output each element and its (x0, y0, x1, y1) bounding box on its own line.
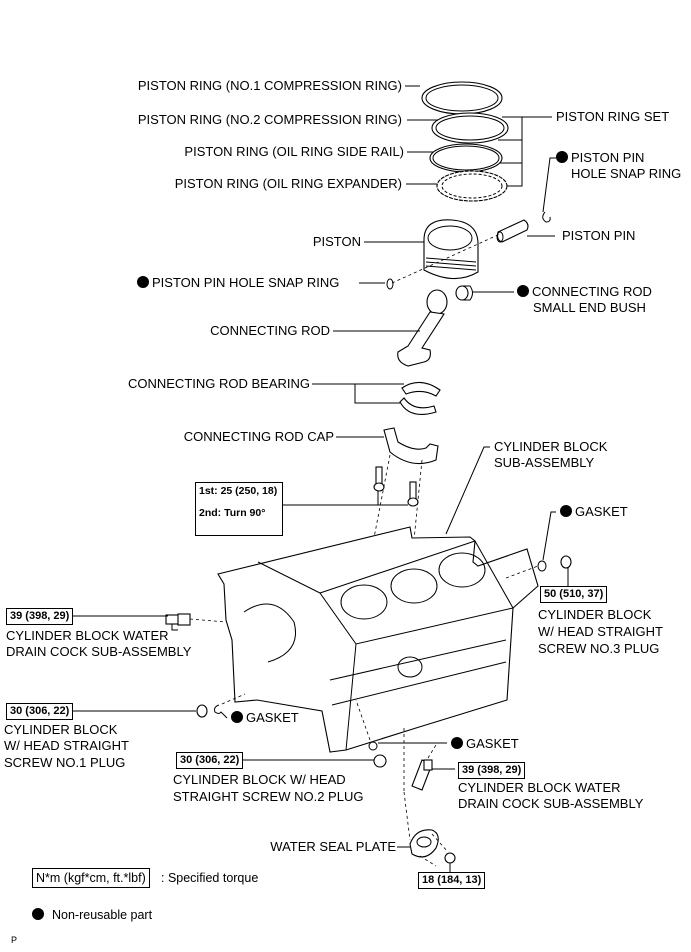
cap-bolt-right (407, 481, 419, 507)
small-end-bush (455, 285, 473, 301)
torque-box-drain-cock-left: 39 (398, 29) (6, 608, 74, 625)
torque-box-water-seal-plate: 18 (184, 13) (418, 872, 486, 889)
label-connecting-rod: CONNECTING ROD (210, 323, 330, 338)
oil-ring-expander (436, 170, 508, 202)
label-plug-no3-line3: SCREW NO.3 PLUG (538, 641, 660, 656)
label-small-end-bush-line2: SMALL END BUSH (533, 300, 646, 315)
torque-box-cap-bolt: 1st: 25 (250, 18) 2nd: Turn 90° (195, 482, 283, 536)
plug-no1 (196, 704, 208, 718)
label-cylinder-block: CYLINDER BLOCK (494, 439, 608, 454)
label-plug-no2-line2: STRAIGHT SCREW NO.2 PLUG (173, 789, 364, 804)
label-small-end-bush: CONNECTING ROD (517, 284, 652, 300)
torque-box-plug-no3: 50 (510, 37) (540, 586, 608, 603)
label-drain-cock-left-line2: DRAIN COCK SUB-ASSEMBLY (6, 644, 192, 659)
label-plug-no1-line2: W/ HEAD STRAIGHT (4, 738, 129, 753)
plug-no3 (560, 555, 572, 569)
label-piston-ring-no1: PISTON RING (NO.1 COMPRESSION RING) (137, 78, 402, 93)
label-water-seal-plate: WATER SEAL PLATE (270, 839, 396, 854)
footer-mark: P (11, 935, 18, 945)
non-reusable-icon (451, 737, 463, 749)
drain-cock-right (411, 759, 433, 791)
water-seal-plate-part (409, 829, 439, 858)
drain-cock-left (165, 613, 191, 631)
piston-ring-no2 (431, 112, 509, 144)
torque-box-plug-no1: 30 (306, 22) (6, 703, 74, 720)
non-reusable-icon (231, 711, 243, 723)
torque-box-plug-no2: 30 (306, 22) (176, 752, 244, 769)
torque-box-drain-cock-right: 39 (398, 29) (458, 762, 526, 779)
non-reusable-icon (556, 151, 568, 163)
con-rod-bearing-lower (399, 397, 437, 415)
piston-pin-part (496, 219, 529, 243)
label-snap-ring-right: PISTON PIN (556, 150, 644, 166)
cap-bolt-left (373, 466, 385, 492)
non-reusable-icon (560, 505, 572, 517)
label-snap-ring-right-line2: HOLE SNAP RING (571, 166, 682, 181)
label-gasket-left: GASKET (231, 710, 299, 726)
snap-ring-left (386, 278, 394, 290)
seal-plate-bolt (444, 852, 456, 864)
label-gasket-top: GASKET (560, 504, 628, 520)
gasket-top-right (537, 560, 547, 572)
ring-set-bracket (500, 116, 523, 187)
non-reusable-icon (137, 276, 149, 288)
label-plug-no1-line3: SCREW NO.1 PLUG (4, 755, 126, 770)
label-plug-no3: CYLINDER BLOCK (538, 607, 652, 622)
plug-no2 (373, 754, 387, 768)
label-connecting-rod-bearing: CONNECTING ROD BEARING (127, 376, 310, 391)
oil-ring-side-rail (429, 143, 503, 173)
snap-ring-right (542, 211, 551, 223)
label-connecting-rod-cap: CONNECTING ROD CAP (183, 429, 334, 444)
label-oil-ring-expander: PISTON RING (OIL RING EXPANDER) (174, 176, 402, 191)
piston-ring-no1 (421, 81, 503, 115)
label-snap-ring-left: PISTON PIN HOLE SNAP RING (137, 275, 339, 291)
label-drain-cock-left: CYLINDER BLOCK WATER (6, 628, 169, 643)
legend-torque-desc: : Specified torque (161, 871, 259, 885)
label-oil-ring-side-rail: PISTON RING (OIL RING SIDE RAIL) (184, 144, 404, 159)
non-reusable-icon (32, 908, 44, 920)
gasket-left (214, 704, 228, 719)
label-piston-ring-no2: PISTON RING (NO.2 COMPRESSION RING) (137, 112, 402, 127)
label-piston-ring-set: PISTON RING SET (556, 109, 670, 124)
label-piston-pin: PISTON PIN (562, 228, 636, 243)
label-plug-no1: CYLINDER BLOCK (4, 722, 118, 737)
label-drain-cock-right-line2: DRAIN COCK SUB-ASSEMBLY (458, 796, 644, 811)
label-piston: PISTON (312, 234, 361, 249)
label-gasket-bottom: GASKET (451, 736, 519, 752)
con-rod-bearing-upper (401, 381, 441, 397)
con-rod-cap-part (383, 427, 439, 465)
cylinder-block-part (217, 526, 539, 753)
label-plug-no2: CYLINDER BLOCK W/ HEAD (173, 772, 346, 787)
label-drain-cock-right: CYLINDER BLOCK WATER (458, 780, 621, 795)
label-plug-no3-line2: W/ HEAD STRAIGHT (538, 624, 663, 639)
gasket-bottom (368, 741, 378, 751)
non-reusable-icon (517, 285, 529, 297)
connecting-rod-part (397, 289, 448, 367)
legend-non-reusable: Non-reusable part (32, 907, 152, 923)
piston-part (423, 219, 479, 280)
label-cylinder-block-line2: SUB-ASSEMBLY (494, 455, 595, 470)
legend-torque-unit: N*m (kgf*cm, ft.*lbf) (32, 868, 150, 888)
